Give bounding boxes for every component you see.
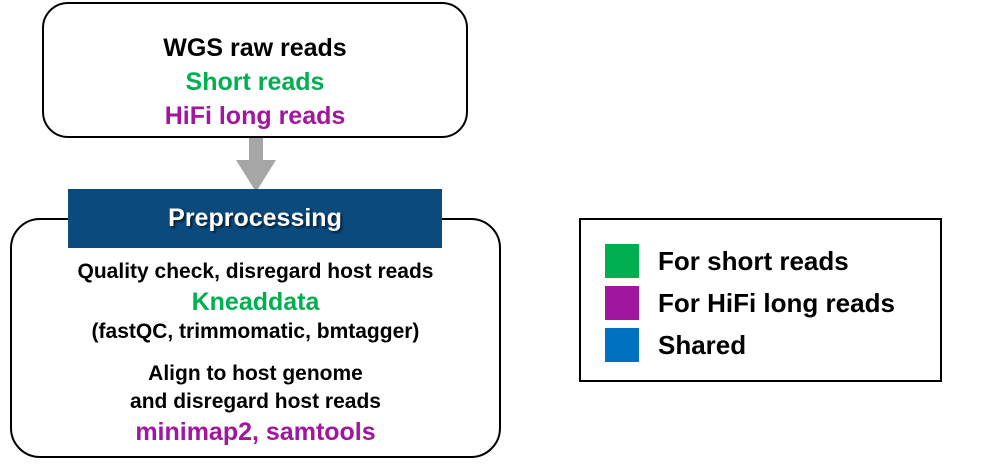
legend-label-short: For short reads <box>658 245 849 276</box>
disregard-host-label: and disregard host reads <box>130 390 381 413</box>
short-reads-label: Short reads <box>185 68 325 96</box>
preprocessing-box: Quality check, disregard host reads Knea… <box>10 218 501 458</box>
legend-label-shared: Shared <box>658 329 747 360</box>
legend-label-hifi: For HiFi long reads <box>658 287 895 318</box>
kneaddata-label: Kneaddata <box>191 288 320 316</box>
raw-reads-title: WGS raw reads <box>163 34 347 62</box>
down-arrow-shape <box>236 138 276 192</box>
green-square-icon <box>605 244 639 278</box>
legend-item-short: For short reads <box>605 240 940 282</box>
blue-square-icon <box>605 328 639 362</box>
align-host-label: Align to host genome <box>148 362 363 385</box>
hifi-reads-label: HiFi long reads <box>164 102 346 130</box>
purple-square-icon <box>605 286 639 320</box>
legend-item-shared: Shared <box>605 324 940 366</box>
quality-check-label: Quality check, disregard host reads <box>77 260 434 283</box>
legend: For short reads For HiFi long reads Shar… <box>579 218 942 382</box>
kneaddata-components-label: (fastQC, trimmomatic, bmtagger) <box>91 320 420 343</box>
preprocessing-header: Preprocessing <box>68 189 442 248</box>
raw-reads-box: WGS raw reads Short reads HiFi long read… <box>42 2 468 138</box>
minimap2-samtools-label: minimap2, samtools <box>135 418 376 446</box>
legend-item-hifi: For HiFi long reads <box>605 282 940 324</box>
down-arrow-icon <box>236 138 276 192</box>
